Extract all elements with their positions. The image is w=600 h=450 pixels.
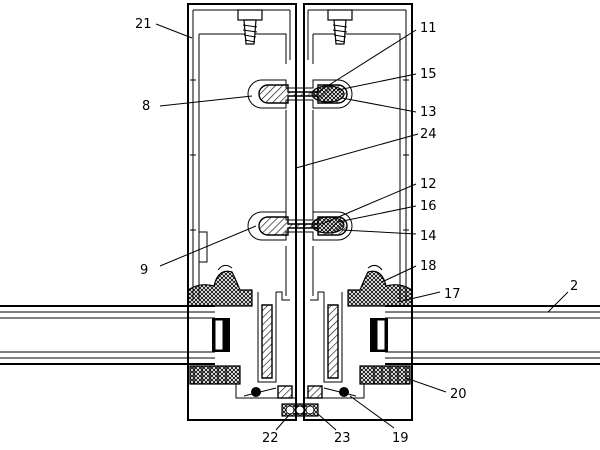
label-19: 19 xyxy=(392,431,409,446)
part-labels: 21 11 15 8 13 24 12 16 9 14 18 17 2 20 2… xyxy=(135,17,578,446)
inner-gasket-left xyxy=(189,365,241,385)
pressure-plate-right xyxy=(310,291,343,383)
upper-connector xyxy=(247,79,353,109)
label-21: 21 xyxy=(135,17,152,32)
label-11: 11 xyxy=(420,21,437,36)
label-14: 14 xyxy=(420,229,437,244)
leader-lines xyxy=(155,23,569,431)
inner-gasket-right xyxy=(359,365,411,385)
label-2: 2 xyxy=(570,279,578,294)
label-17: 17 xyxy=(444,287,461,302)
right-glass-unit xyxy=(370,305,600,365)
bottom-cap-seal xyxy=(281,403,319,417)
left-mullion-profile xyxy=(187,3,297,421)
pressure-plate-left xyxy=(257,291,290,383)
label-22: 22 xyxy=(262,431,279,446)
label-12: 12 xyxy=(420,177,437,192)
label-13: 13 xyxy=(420,105,437,120)
outer-gasket-right xyxy=(347,264,413,307)
label-8: 8 xyxy=(142,99,150,114)
label-18: 18 xyxy=(420,259,437,274)
bottom-clip-left xyxy=(235,384,296,399)
label-16: 16 xyxy=(420,199,437,214)
screw-left-icon xyxy=(237,9,263,45)
left-glass-unit xyxy=(0,305,230,365)
outer-gasket-left xyxy=(187,264,253,307)
label-23: 23 xyxy=(334,431,351,446)
label-15: 15 xyxy=(420,67,437,82)
label-24: 24 xyxy=(420,127,437,142)
bottom-clip-right xyxy=(304,384,365,399)
screw-right-icon xyxy=(327,9,353,45)
lower-connector xyxy=(247,211,353,241)
label-9: 9 xyxy=(140,263,148,278)
label-20: 20 xyxy=(450,387,467,402)
